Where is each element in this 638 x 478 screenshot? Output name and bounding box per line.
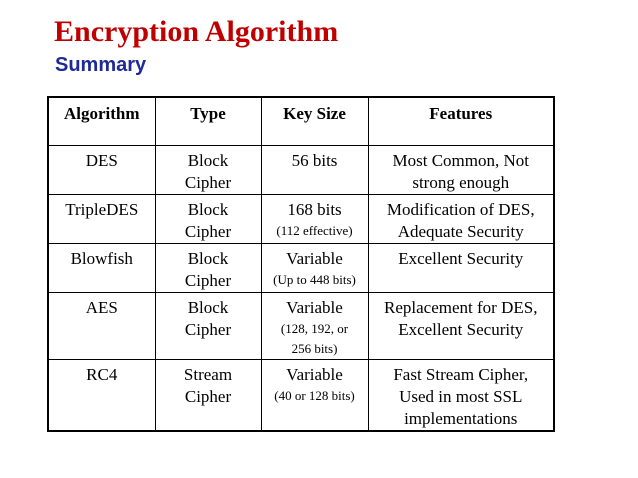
features-line: implementations bbox=[404, 408, 518, 428]
key-size-value: 168 bits bbox=[287, 199, 342, 219]
features-line: Excellent Security bbox=[398, 319, 524, 339]
algorithm-name: RC4 bbox=[86, 364, 118, 384]
key-size-note: (40 or 128 bits) bbox=[274, 387, 355, 403]
key-size-note: (128, 192, or bbox=[280, 320, 349, 336]
algorithm-name: TripleDES bbox=[65, 199, 139, 219]
algorithm-name: AES bbox=[85, 297, 118, 317]
algorithm-name: DES bbox=[85, 150, 118, 170]
features-line: Excellent Security bbox=[398, 248, 524, 268]
header-type: Type bbox=[154, 96, 262, 146]
cell-key-size: 56 bits bbox=[260, 144, 369, 195]
features-line: Modification of DES, bbox=[386, 199, 535, 219]
type-line: Stream bbox=[183, 364, 233, 384]
type-line: Cipher bbox=[184, 270, 232, 290]
slide-title: Encryption Algorithm bbox=[54, 15, 339, 48]
type-line: Cipher bbox=[184, 172, 232, 192]
cell-key-size: Variable (128, 192, or 256 bits) bbox=[260, 291, 369, 360]
type-line: Cipher bbox=[184, 386, 232, 406]
key-size-note: 256 bits) bbox=[291, 340, 338, 356]
type-line: Cipher bbox=[184, 319, 232, 339]
type-line: Cipher bbox=[184, 221, 232, 241]
features-line: strong enough bbox=[412, 172, 510, 192]
cell-features: Modification of DES,Adequate Security bbox=[367, 193, 555, 244]
cell-key-size: Variable (40 or 128 bits) bbox=[260, 358, 369, 432]
features-line: Most Common, Not bbox=[392, 150, 530, 170]
cell-algorithm: Blowfish bbox=[47, 242, 156, 293]
cell-features: Excellent Security bbox=[367, 242, 555, 293]
type-line: Block bbox=[187, 248, 229, 268]
cell-key-size: 168 bits (112 effective) bbox=[260, 193, 369, 244]
cell-features: Replacement for DES,Excellent Security bbox=[367, 291, 555, 360]
key-size-value: Variable bbox=[286, 297, 343, 317]
key-size-note: (Up to 448 bits) bbox=[273, 271, 356, 287]
header-algorithm: Algorithm bbox=[47, 96, 156, 146]
features-line: Fast Stream Cipher, bbox=[393, 364, 529, 384]
algorithm-summary-table: Algorithm Type Key Size Features DES Blo… bbox=[47, 96, 555, 432]
algorithm-name: Blowfish bbox=[70, 248, 133, 268]
table-header-row: Algorithm Type Key Size Features bbox=[47, 96, 555, 146]
cell-algorithm: DES bbox=[47, 144, 156, 195]
slide-subtitle: Summary bbox=[55, 54, 147, 76]
key-size-value: 56 bits bbox=[291, 150, 338, 170]
cell-key-size: Variable (Up to 448 bits) bbox=[260, 242, 369, 293]
type-line: Block bbox=[187, 297, 229, 317]
key-size-note: (112 effective) bbox=[276, 222, 353, 238]
type-line: Block bbox=[187, 199, 229, 219]
features-line: Used in most SSL bbox=[399, 386, 523, 406]
key-size-value: Variable bbox=[286, 248, 343, 268]
cell-algorithm: RC4 bbox=[47, 358, 156, 432]
type-line: Block bbox=[187, 150, 229, 170]
key-size-value: Variable bbox=[286, 364, 343, 384]
header-key-size: Key Size bbox=[260, 96, 369, 146]
features-line: Replacement for DES, bbox=[384, 297, 538, 317]
cell-algorithm: TripleDES bbox=[47, 193, 156, 244]
features-line: Adequate Security bbox=[397, 221, 524, 241]
header-features: Features bbox=[367, 96, 555, 146]
cell-algorithm: AES bbox=[47, 291, 156, 360]
